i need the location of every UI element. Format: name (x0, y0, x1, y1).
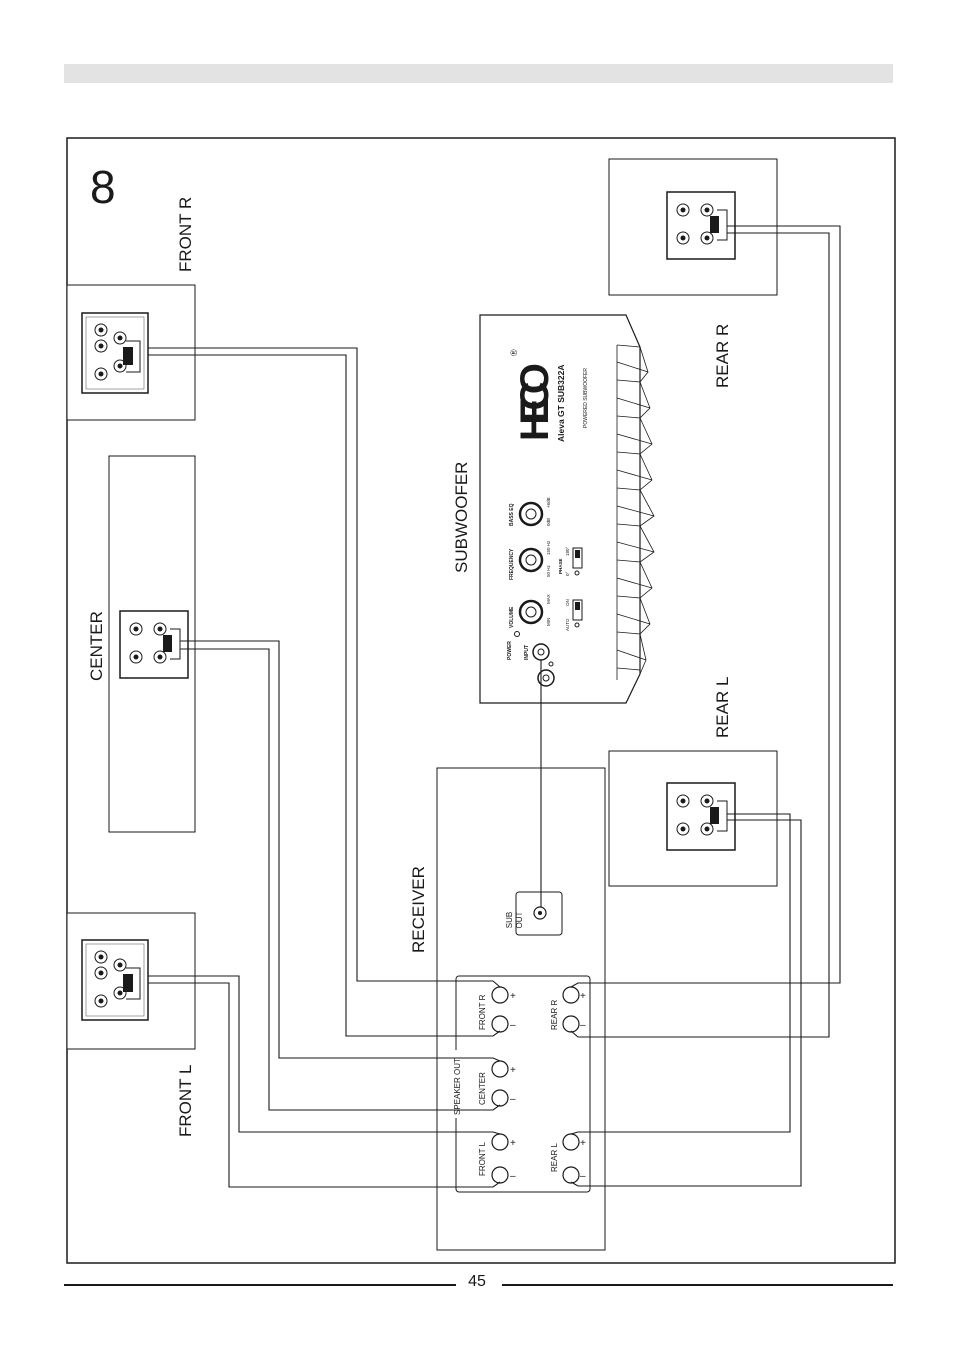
channel-label-center: CENTER (478, 1072, 487, 1105)
terminal-front-l-minus: – (491, 1166, 516, 1184)
terminal-sign-minus: – (510, 1094, 516, 1105)
terminal-rear-l-plus: + (562, 1133, 586, 1151)
wire-front-l-plus (148, 975, 501, 1135)
bass-eq-label: BASS EQ (509, 503, 515, 526)
brand-logo: HECO (513, 363, 557, 441)
frequency-knob (518, 547, 544, 573)
diagram-frame (66, 137, 896, 1264)
channel-label-front-r: FRONT R (478, 994, 487, 1030)
terminal-rear-r-minus: – (562, 1015, 586, 1033)
phase-switch (572, 547, 583, 576)
footer: 45 (0, 1270, 954, 1300)
volume-knob (518, 599, 544, 625)
terminal-front-r-minus: – (491, 1015, 516, 1033)
frequency-low: 50 Hz (546, 564, 551, 577)
subwoofer-panel: HECO ® Aleva GT SUB322A POWERED SUBWOOFE… (479, 314, 655, 704)
wire-rear-r-minus (570, 232, 830, 1038)
channel-label-rear-l: REAR L (550, 1143, 559, 1172)
footer-rule-left (64, 1284, 456, 1286)
page-number: 45 (468, 1273, 486, 1290)
model-subtitle: POWERED SUBWOOFER (583, 368, 589, 428)
subwoofer-input-jack-2 (537, 669, 555, 687)
figure-number: 8 (90, 161, 116, 213)
wire-front-l-minus (148, 982, 501, 1188)
heatsink-fins (616, 344, 655, 680)
power-led (514, 631, 520, 637)
label-rear-r: REAR R (713, 324, 732, 388)
terminal-sign-minus: – (510, 1171, 516, 1182)
footer-rule-right (502, 1284, 893, 1286)
label-rear-l: REAR L (713, 677, 732, 738)
terminal-sign-minus: – (580, 1171, 586, 1182)
bass-eq-knob (518, 501, 544, 527)
sub-out-jack (533, 906, 547, 920)
wire-rear-r-plus (570, 225, 841, 988)
frequency-high: 150 Hz (546, 540, 551, 555)
rear-r-terminal-plate (666, 191, 736, 260)
terminal-sign-plus: + (510, 1065, 516, 1076)
terminal-sign-plus: + (510, 991, 516, 1002)
channel-label-rear-r: REAR R (550, 1000, 559, 1030)
front-l-terminal-plate (81, 939, 149, 1021)
input-label: INPUT (524, 645, 530, 660)
speaker-out-label: SPEAKER OUT (453, 1058, 462, 1115)
wire-front-r-plus (148, 347, 501, 988)
wire-front-r-minus (148, 354, 501, 1037)
volume-max: MAX (546, 594, 551, 604)
terminal-sign-minus: – (580, 1020, 586, 1031)
bass-eq-low: 0dB (546, 518, 551, 526)
header-bar (64, 64, 893, 83)
wire-center-minus (180, 648, 501, 1111)
registered-mark: ® (509, 349, 519, 356)
phase-180-label: 180° (565, 546, 570, 556)
frequency-label: FREQUENCY (509, 548, 515, 580)
label-front-l: FRONT L (176, 1065, 195, 1137)
wire-center-plus (180, 640, 501, 1062)
rear-l-terminal-plate (666, 782, 736, 851)
wire-rear-l-minus (570, 819, 802, 1187)
sub-out-label-line1: SUB (505, 912, 514, 928)
power-label: POWER (507, 641, 513, 660)
volume-label: VOLUME (509, 606, 515, 628)
label-center: CENTER (87, 611, 106, 681)
center-terminal-plate (119, 610, 189, 679)
bass-eq-high: +6dB (546, 497, 551, 508)
terminal-sign-minus: – (510, 1020, 516, 1031)
volume-min: MIN (546, 618, 551, 626)
label-front-r: FRONT R (176, 197, 195, 272)
terminal-sign-plus: + (580, 991, 586, 1002)
label-receiver: RECEIVER (409, 866, 428, 953)
terminal-rear-l-minus: – (562, 1166, 586, 1184)
auto-on-switch (572, 599, 583, 628)
terminal-sign-plus: + (510, 1138, 516, 1149)
switch-auto-label: AUTO (565, 618, 570, 631)
terminal-sign-plus: + (580, 1138, 586, 1149)
terminal-center-minus: – (491, 1089, 516, 1107)
speaker-out-label-mask (448, 1050, 464, 1118)
sub-out-label-line2: OUT (515, 911, 524, 928)
switch-on-label: ON (565, 599, 570, 606)
channel-label-front-l: FRONT L (478, 1141, 487, 1176)
input-indicator (548, 661, 554, 667)
front-r-terminal-plate (81, 312, 149, 394)
model-name: Aleva GT SUB322A (556, 365, 566, 442)
wire-rear-l-plus (570, 813, 791, 1135)
phase-0-label: 0° (565, 571, 570, 576)
phase-label: PHASE (558, 558, 563, 574)
wiring (148, 225, 841, 1188)
label-subwoofer: SUBWOOFER (452, 462, 471, 573)
